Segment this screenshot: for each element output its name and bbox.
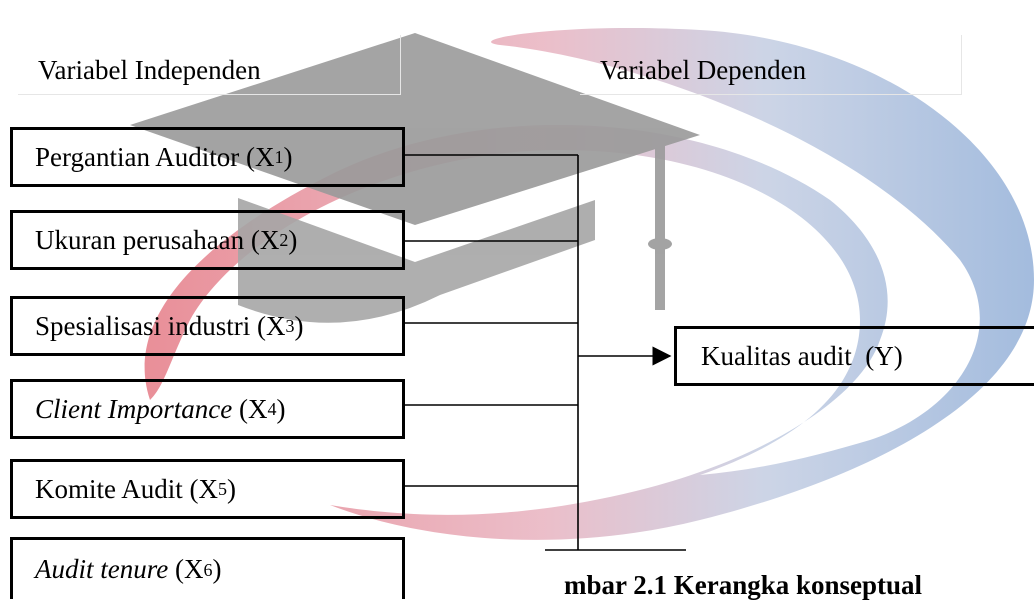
header-dependent-variable: Variabel Dependen — [580, 35, 962, 95]
variable-label: Spesialisasi industri — [35, 310, 251, 341]
variable-symbol: X — [247, 393, 268, 424]
variable-label: Ukuran perusahaan — [35, 224, 245, 255]
variable-subscript: 1 — [274, 147, 284, 167]
header-independent-variables: Variabel Independen — [18, 35, 401, 95]
variable-label: Pergantian Auditor — [35, 141, 240, 172]
variable-symbol: X — [259, 224, 280, 255]
dependent-label: Kualitas audit — [701, 340, 852, 371]
dependent-symbol: (Y) — [865, 340, 903, 371]
variable-symbol: X — [266, 310, 286, 341]
variable-subscript: 5 — [218, 479, 227, 499]
variable-subscript: 6 — [203, 559, 213, 580]
variable-symbol: X — [198, 473, 219, 504]
variable-symbol: X — [254, 141, 275, 172]
dependent-variable-box: Kualitas audit (Y) — [674, 326, 1034, 386]
variable-subscript: 2 — [279, 230, 289, 250]
graduation-cap-icon — [130, 33, 700, 323]
variable-symbol: X — [183, 554, 204, 584]
variable-label: Client Importance — [35, 393, 233, 424]
figure-caption: mbar 2.1 Kerangka konseptual — [564, 570, 923, 600]
variable-subscript: 4 — [267, 399, 277, 419]
variable-label: Komite Audit — [35, 473, 183, 504]
variable-label: Audit tenure — [35, 554, 169, 584]
variable-subscript: 3 — [285, 316, 295, 336]
